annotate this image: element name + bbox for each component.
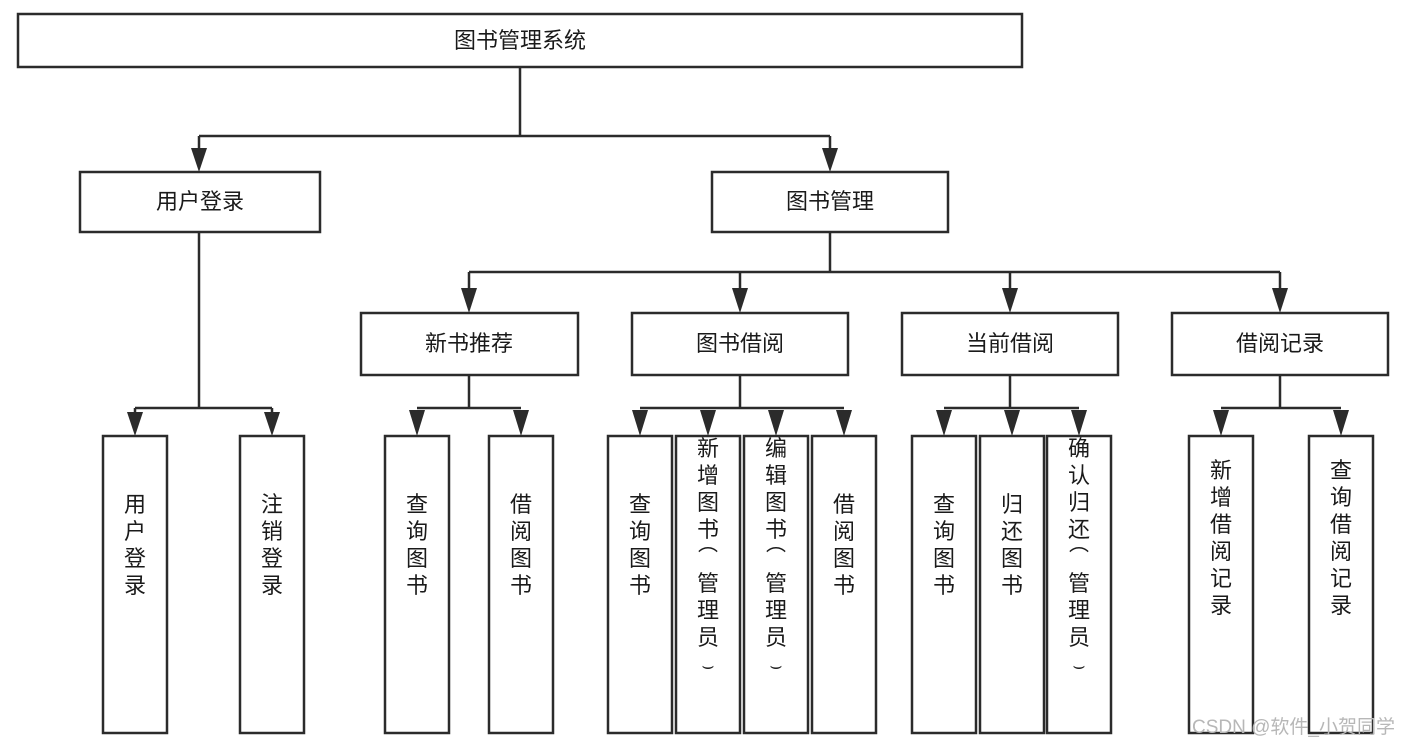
node-leaf-label: 新增图书⌒管理员⌣	[697, 436, 719, 677]
node-leaf-label: 编辑图书⌒管理员⌣	[765, 436, 787, 677]
edge-group-root	[191, 67, 838, 172]
node-leaf-label: 注销登录	[261, 492, 283, 598]
arrow-head-icon	[191, 148, 207, 172]
arrow-head-icon	[822, 148, 838, 172]
node-leaf-return-book[interactable]: 归还图书	[978, 434, 1046, 735]
node-leaf-label: 用户登录	[124, 492, 146, 598]
edge-group-book-borrow	[632, 375, 852, 436]
arrow-head-icon	[513, 410, 529, 436]
node-leaf-box[interactable]	[810, 434, 878, 735]
node-leaf-query-book-bb[interactable]: 查询图书	[606, 434, 674, 735]
arrow-head-icon	[1004, 410, 1020, 436]
node-leaf-edit-book[interactable]: 编辑图书⌒管理员⌣	[742, 434, 810, 735]
node-leaf-box[interactable]	[1307, 434, 1375, 735]
node-root[interactable]: 图书管理系统	[16, 12, 1024, 69]
node-book-management-label: 图书管理	[786, 189, 874, 214]
node-root-label: 图书管理系统	[454, 28, 586, 53]
node-current-borrow-box[interactable]	[900, 311, 1120, 377]
edge-group-current-borrow	[936, 375, 1087, 436]
node-leaf-box[interactable]	[742, 434, 810, 735]
node-book-management[interactable]: 图书管理	[710, 170, 950, 234]
arrow-head-icon	[409, 410, 425, 436]
node-leaf-query-book-nbr[interactable]: 查询图书	[383, 434, 451, 735]
node-book-borrow-label: 图书借阅	[696, 331, 784, 356]
node-leaf-box[interactable]	[1045, 434, 1113, 735]
node-leaf-label: 查询图书	[629, 492, 651, 598]
edge-group-book-mgmt	[461, 232, 1288, 313]
node-leaf-logout[interactable]: 注销登录	[238, 434, 306, 735]
arrow-head-icon	[936, 410, 952, 436]
node-leaf-query-borrow-record[interactable]: 查询借阅记录	[1307, 434, 1375, 735]
arrow-head-icon	[1333, 410, 1349, 436]
node-leaf-confirm-return[interactable]: 确认归还⌒管理员⌣	[1045, 434, 1113, 735]
node-leaf-box[interactable]	[238, 434, 306, 735]
node-book-management-box[interactable]	[710, 170, 950, 234]
node-borrow-record-label: 借阅记录	[1236, 331, 1324, 356]
arrow-head-icon	[461, 288, 477, 313]
node-leaf-box[interactable]	[978, 434, 1046, 735]
node-new-book-recommend-box[interactable]	[359, 311, 580, 377]
node-leaf-label: 归还图书	[1001, 492, 1023, 598]
arrow-head-icon	[768, 410, 784, 436]
node-leaf-borrow-book-nbr[interactable]: 借阅图书	[487, 434, 555, 735]
node-leaf-box[interactable]	[674, 434, 742, 735]
node-user-login[interactable]: 用户登录	[78, 170, 322, 234]
node-borrow-record-box[interactable]	[1170, 311, 1390, 377]
node-leaf-label: 新增借阅记录	[1210, 458, 1232, 618]
arrow-head-icon	[632, 410, 648, 436]
node-leaf-add-book[interactable]: 新增图书⌒管理员⌣	[674, 434, 742, 735]
node-root-box[interactable]	[16, 12, 1024, 69]
arrow-head-icon	[836, 410, 852, 436]
node-current-borrow[interactable]: 当前借阅	[900, 311, 1120, 377]
node-leaf-borrow-book-bb[interactable]: 借阅图书	[810, 434, 878, 735]
arrow-head-icon	[127, 412, 143, 436]
node-leaf-label: 确认归还⌒管理员⌣	[1068, 436, 1090, 677]
node-leaf-box[interactable]	[101, 434, 169, 735]
node-leaf-box[interactable]	[910, 434, 978, 735]
node-user-login-box[interactable]	[78, 170, 322, 234]
node-new-book-recommend[interactable]: 新书推荐	[359, 311, 580, 377]
node-leaf-box[interactable]	[383, 434, 451, 735]
arrow-head-icon	[732, 288, 748, 313]
arrow-head-icon	[1071, 410, 1087, 436]
edge-group-new-book	[409, 375, 529, 436]
node-user-login-label: 用户登录	[156, 189, 244, 214]
node-leaf-label: 查询图书	[933, 492, 955, 598]
node-book-borrow-box[interactable]	[630, 311, 850, 377]
arrow-head-icon	[700, 410, 716, 436]
arrow-head-icon	[1272, 288, 1288, 313]
node-leaf-label: 查询借阅记录	[1330, 458, 1352, 618]
node-leaf-label: 借阅图书	[510, 492, 532, 598]
node-leaf-user-login[interactable]: 用户登录	[101, 434, 169, 735]
node-leaf-add-borrow-record[interactable]: 新增借阅记录	[1187, 434, 1255, 735]
node-leaf-label: 查询图书	[406, 492, 428, 598]
node-leaf-box[interactable]	[487, 434, 555, 735]
node-leaf-box[interactable]	[606, 434, 674, 735]
node-book-borrow[interactable]: 图书借阅	[630, 311, 850, 377]
arrow-head-icon	[264, 412, 280, 436]
edge-group-user-login	[127, 232, 280, 436]
node-new-book-recommend-label: 新书推荐	[425, 331, 513, 356]
node-current-borrow-label: 当前借阅	[966, 331, 1054, 356]
edge-group-borrow-record	[1213, 375, 1349, 436]
watermark-label: CSDN @软件_小贺同学	[1192, 716, 1395, 738]
node-borrow-record[interactable]: 借阅记录	[1170, 311, 1390, 377]
arrow-head-icon	[1002, 288, 1018, 313]
node-leaf-label: 借阅图书	[833, 492, 855, 598]
node-leaf-query-book-cb[interactable]: 查询图书	[910, 434, 978, 735]
node-leaf-box[interactable]	[1187, 434, 1255, 735]
arrow-head-icon	[1213, 410, 1229, 436]
